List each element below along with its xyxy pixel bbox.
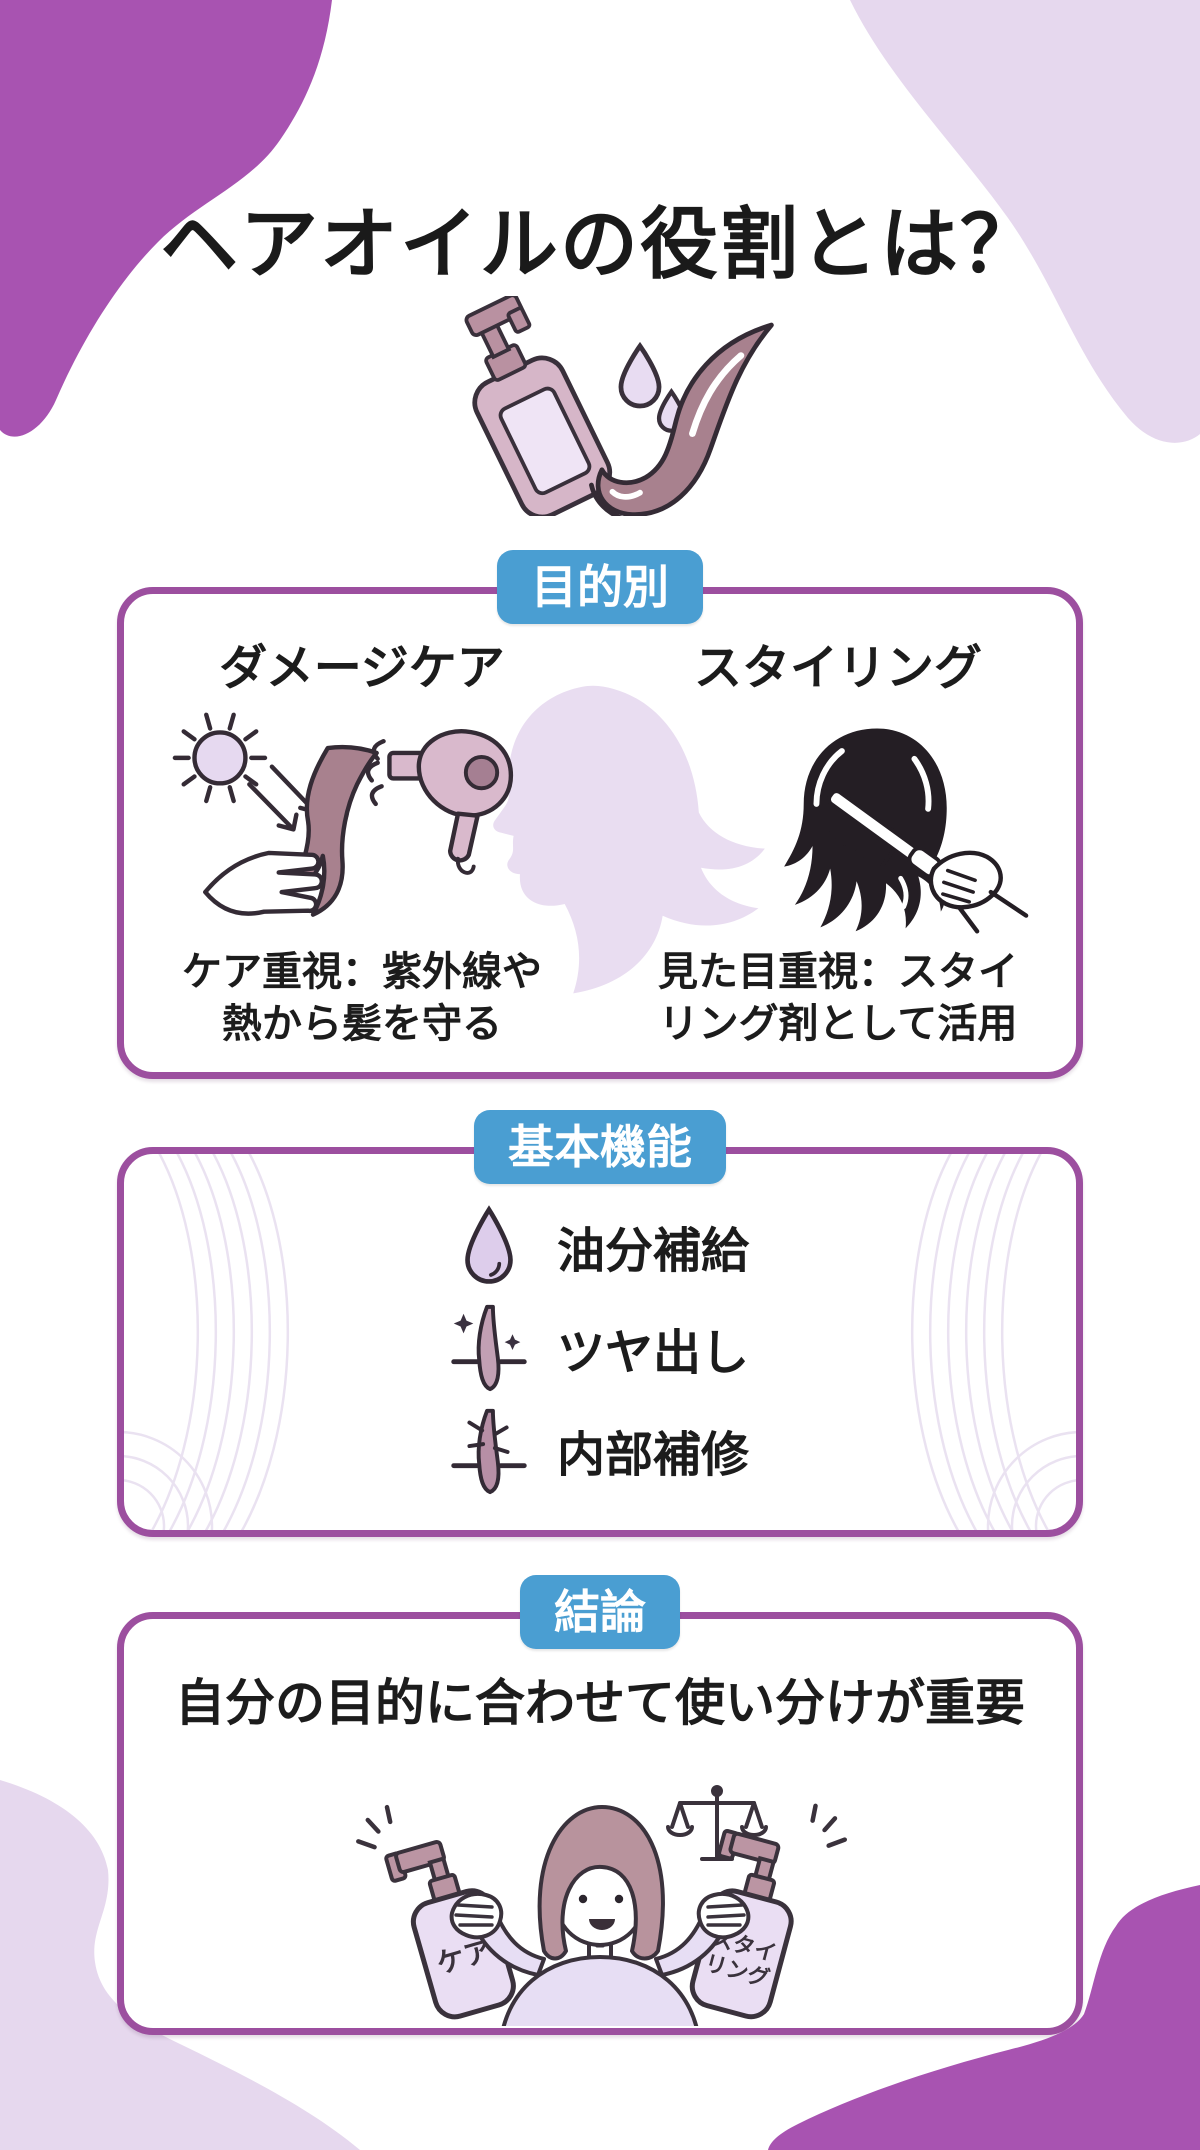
conclusion-card: 自分の目的に合わせて使い分けが重要 [117,1612,1083,2035]
styling-caption-line1: 見た目重視：スタイ [658,949,1018,995]
page-title: ヘアオイルの役割とは？ [159,200,1040,290]
styling-column: スタイリング [600,594,1076,1072]
damage-care-caption-line1: ケア重視：紫外線や [182,949,542,995]
woman-figure [449,1805,751,2028]
oil-drop-icon [443,1204,535,1288]
hair-strand-icon [589,322,774,516]
hair-dryer-icon [365,729,514,875]
woman-silhouette-icon [493,685,765,994]
conclusion-badge: 結論 [520,1575,680,1649]
purpose-badge: 目的別 [497,550,703,624]
damage-care-caption: ケア重視：紫外線や 熱から髪を守る [182,946,542,1050]
hair-oil-hero-illustration [464,296,774,516]
shine-icon [443,1301,535,1395]
function-label: 内部補修 [557,1427,750,1483]
woman-with-bottles-illustration: ケア スタイ リング [356,1785,848,2028]
hand-icon [203,850,325,916]
list-item: ツヤ出し [443,1300,757,1396]
sun-hand-dryer-illustration [172,712,514,917]
function-label: 油分補給 [557,1223,750,1279]
section-conclusion: 結論 自分の目的に合わせて使い分けが重要 [117,1575,1083,2035]
comb-icon [818,789,943,879]
damage-care-caption-line2: 熱から髪を守る [222,1001,502,1047]
purpose-card: ダメージケア [117,587,1083,1079]
styling-heading: スタイリング [693,640,982,696]
styling-bottle-icon: スタイ リング [689,1803,848,2020]
repair-icon [443,1403,535,1497]
list-item: 油分補給 [443,1198,757,1294]
functions-badge: 基本機能 [474,1110,726,1184]
hand-icon [928,850,1029,934]
section-purpose: 目的別 ダメージケア [117,550,1083,1079]
damage-care-column: ダメージケア [124,594,600,1072]
function-label: ツヤ出し [557,1325,750,1381]
wavy-hair-lines-decoration [124,1154,1076,1530]
list-item: 内部補修 [443,1402,757,1498]
damage-care-heading: ダメージケア [219,640,505,696]
styling-caption-line2: リング剤として活用 [658,1001,1018,1047]
styling-caption: 見た目重視：スタイ リング剤として活用 [658,946,1018,1050]
conclusion-heading: 自分の目的に合わせて使い分けが重要 [175,1674,1025,1732]
sun-icon [172,712,268,804]
functions-list: 油分補給 ツヤ出し [124,1154,1076,1504]
comb-hair-illustration [784,728,1029,934]
functions-card: 油分補給 ツヤ出し [117,1147,1083,1537]
section-functions: 基本機能 [117,1110,1083,1537]
pump-bottle-icon [464,296,613,516]
